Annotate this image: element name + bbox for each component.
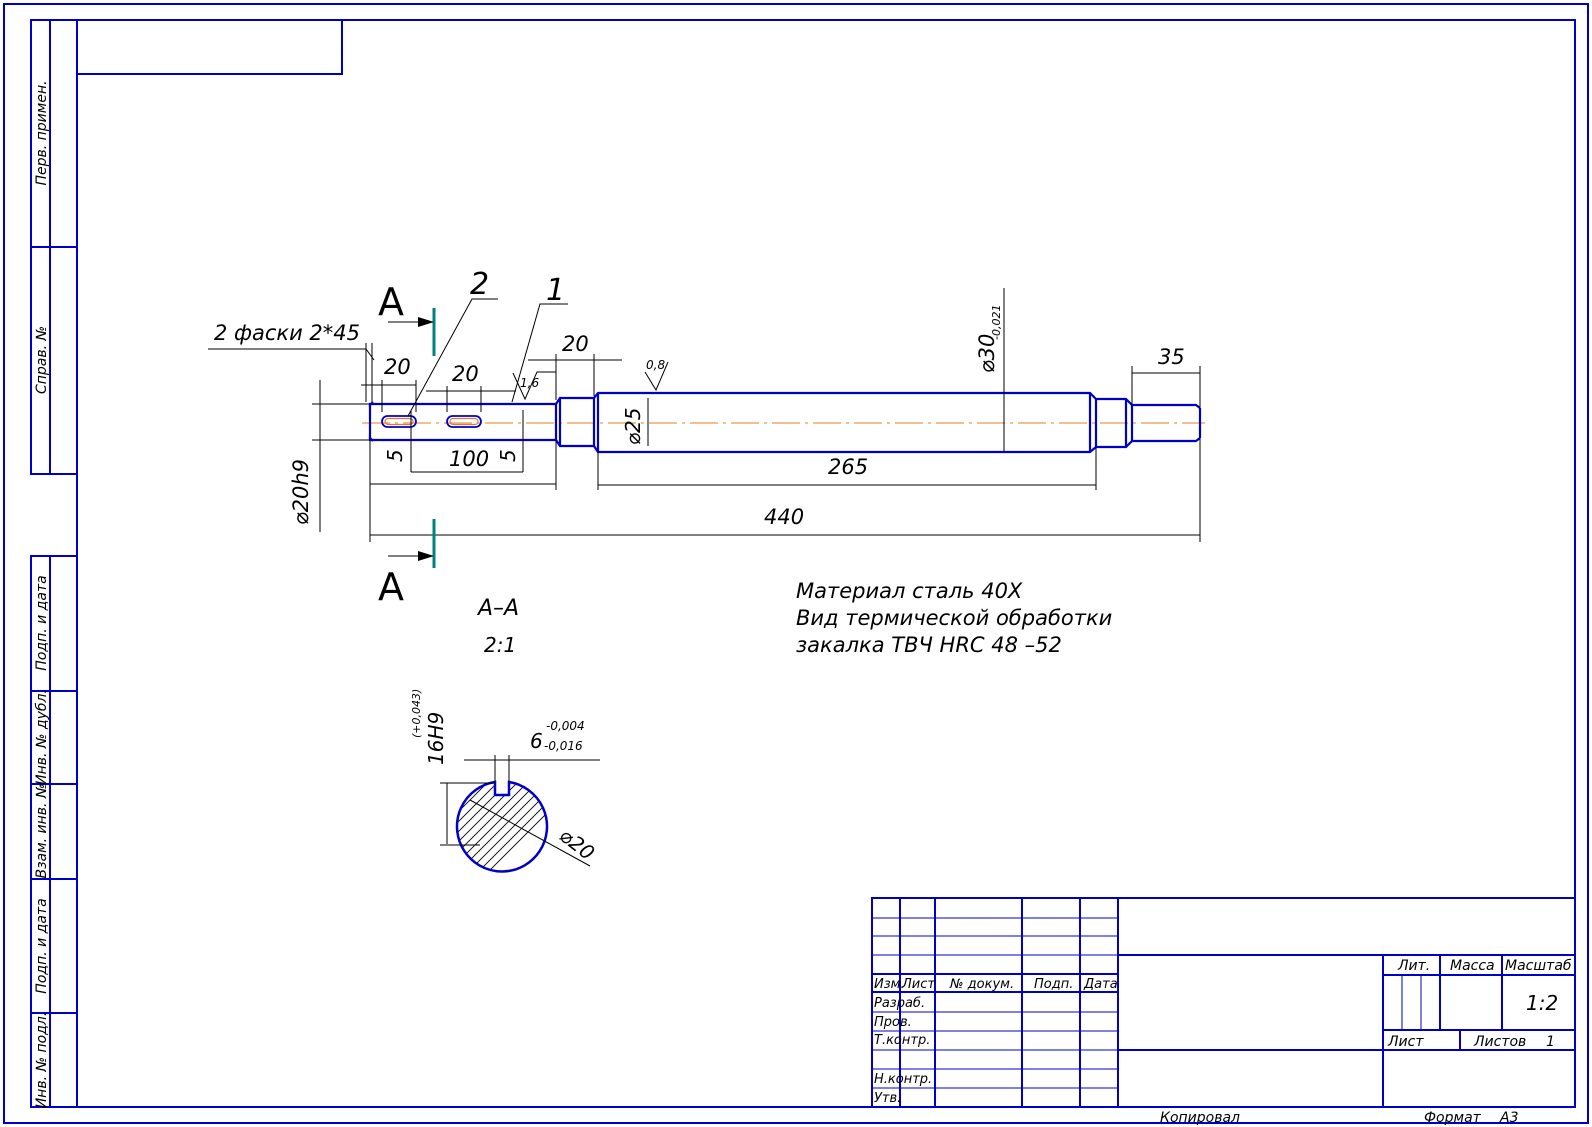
tb-scale-value: 1:2 bbox=[1526, 991, 1558, 1015]
section-mark-bottom: A bbox=[378, 565, 404, 609]
dim-d30-main: ⌀30 bbox=[975, 334, 999, 373]
section-slot-depth: 16H9 bbox=[424, 712, 448, 765]
leader-label-2: 2 bbox=[470, 267, 489, 302]
shaft-view bbox=[362, 391, 1205, 454]
key-slot-2 bbox=[446, 415, 482, 428]
footer-format-label: Формат bbox=[1424, 1110, 1482, 1126]
tb-label-podp: Подп. bbox=[1034, 977, 1073, 992]
dim-key2-len: 20 bbox=[452, 362, 479, 386]
tb-label-tkontr: Т.контр. bbox=[874, 1033, 930, 1048]
side-label-vzam-inv: Взам. инв. № bbox=[34, 783, 50, 878]
tb-label-data: Дата bbox=[1083, 977, 1118, 992]
dim-five-left: 5 bbox=[383, 449, 407, 462]
dim-len-100: 100 bbox=[449, 447, 489, 471]
tb-label-doc-no: № докум. bbox=[949, 977, 1014, 992]
section-diameter: ⌀20 bbox=[555, 823, 599, 865]
tb-sheets-count: 1 bbox=[1546, 1034, 1555, 1050]
dim-d20h9: ⌀20h9 bbox=[289, 459, 313, 525]
side-label-podp-data-top: Подп. и дата bbox=[34, 575, 50, 670]
tb-label-utv: Утв. bbox=[874, 1091, 901, 1106]
dim-roughness-16: 1,6 bbox=[520, 376, 539, 390]
tb-label-nkontr: Н.контр. bbox=[874, 1072, 932, 1087]
section-hatch bbox=[457, 782, 547, 872]
tb-label-razrab: Разраб. bbox=[874, 996, 925, 1011]
dim-roughness-08: 0,8 bbox=[646, 358, 665, 372]
shaft-outline-bottom bbox=[368, 435, 1201, 454]
section-width-main: 6 bbox=[530, 729, 543, 753]
footer-kopiroval: Копировал bbox=[1160, 1110, 1240, 1126]
dim-len-35: 35 bbox=[1158, 345, 1185, 369]
tb-label-izm: Изм. bbox=[874, 977, 905, 992]
note-line-1: Материал сталь 40Х bbox=[796, 579, 1023, 603]
tb-label-prov: Пров. bbox=[874, 1015, 912, 1030]
tb-label-list: Лист bbox=[901, 977, 935, 992]
tb-label-sheets: Листов bbox=[1473, 1034, 1526, 1050]
footer: Копировал Формат A3 bbox=[1160, 1110, 1518, 1126]
shaft-outline-top bbox=[368, 391, 1201, 409]
note-line-2: Вид термической обработки bbox=[796, 606, 1112, 630]
section-mark-top: A bbox=[378, 280, 404, 324]
dim-d25: ⌀25 bbox=[621, 408, 645, 446]
dim-d30-tol: -0,021 bbox=[990, 305, 1003, 340]
dim-key-offset: 20 bbox=[562, 332, 589, 356]
section-slot-depth-tol: (+0,043) bbox=[410, 689, 423, 738]
dimension-lines bbox=[208, 288, 1201, 542]
drawing-labels: A A 1 2 2 фаски 2*45 20 20 20 1,6 0,8 35… bbox=[214, 267, 1185, 865]
tb-label-masshtab: Масштаб bbox=[1505, 958, 1572, 974]
section-outline bbox=[455, 780, 549, 873]
section-view bbox=[440, 755, 600, 873]
side-label-sprav-no: Справ. № bbox=[34, 326, 50, 394]
footer-format-value: A3 bbox=[1499, 1110, 1518, 1126]
key-slot-1 bbox=[381, 415, 417, 428]
section-title: А–А bbox=[476, 596, 519, 621]
dim-key1-len: 20 bbox=[384, 355, 411, 379]
tb-label-lit: Лит. bbox=[1397, 958, 1430, 974]
dim-five-right: 5 bbox=[496, 449, 520, 462]
title-block: Изм. Лист № докум. Подп. Дата Разраб. Пр… bbox=[871, 897, 1576, 1108]
dim-len-265: 265 bbox=[828, 455, 868, 479]
leader-label-1: 1 bbox=[546, 273, 565, 308]
tb-label-sheet: Лист bbox=[1387, 1034, 1424, 1050]
note-line-3: закалка ТВЧ HRC 48 –52 bbox=[796, 633, 1062, 657]
side-label-inv-dubl: Инв. № дубл. bbox=[34, 689, 50, 785]
tb-label-massa: Масса bbox=[1450, 958, 1495, 974]
section-width-tol-upper: -0,004 bbox=[546, 719, 585, 733]
side-label-perv-primen: Перв. примен. bbox=[34, 80, 50, 185]
side-column: Перв. примен. Справ. № Подп. и дата Инв.… bbox=[30, 19, 78, 1109]
section-width-tol-lower: -0,016 bbox=[544, 739, 583, 753]
dim-len-440: 440 bbox=[764, 505, 804, 529]
side-label-inv-podl: Инв. № подл. bbox=[34, 1012, 50, 1109]
section-cut-indicator bbox=[388, 308, 436, 568]
section-scale: 2:1 bbox=[484, 633, 516, 657]
side-label-podp-data-bottom: Подп. и дата bbox=[34, 898, 50, 993]
dim-chamfer: 2 фаски 2*45 bbox=[214, 321, 360, 345]
